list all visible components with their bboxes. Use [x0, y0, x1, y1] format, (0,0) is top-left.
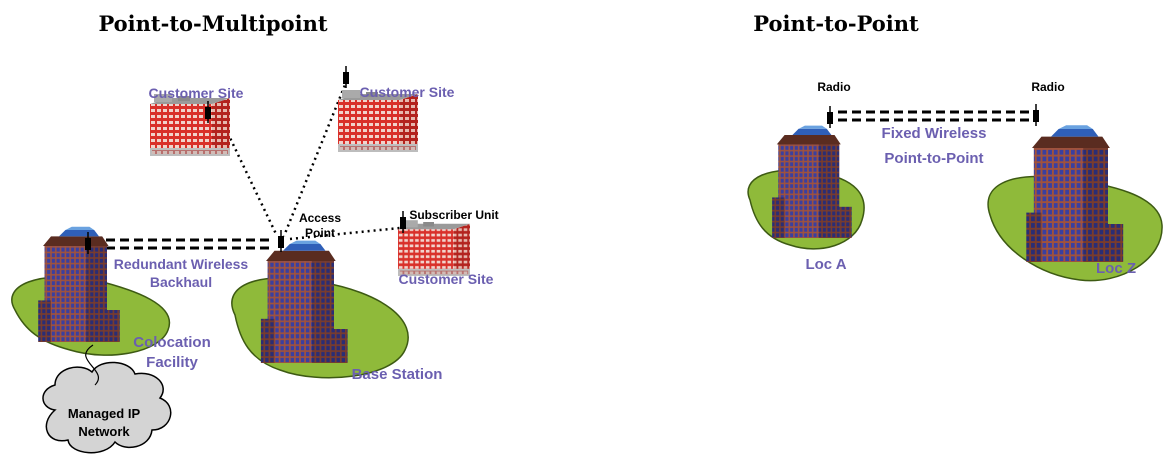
- subscriber-unit-label: Subscriber Unit: [409, 208, 498, 222]
- customer-site-1-label: Customer Site: [149, 85, 244, 101]
- backhaul-link: [92, 238, 272, 250]
- link-to-customer-site-1: [218, 116, 279, 237]
- cloud-connector-line: [85, 344, 99, 386]
- link-to-customer-site-2: [282, 79, 349, 237]
- customer-site-3-label: Customer Site: [399, 271, 494, 287]
- customer-site-3-building: [398, 220, 470, 276]
- cloud-label-line1: Managed IP: [68, 406, 141, 421]
- access-point-label-line2: Point: [305, 226, 335, 240]
- colocation-label-line2: Facility: [146, 354, 198, 371]
- access-point-label-line1: Access: [299, 211, 341, 225]
- dotted-links: [218, 79, 401, 241]
- title-point-to-point: Point-to-Point: [753, 11, 919, 36]
- link-to-customer-site-3: [289, 226, 401, 241]
- backhaul-label-line2: Backhaul: [150, 274, 212, 290]
- link-label-line1: Fixed Wireless: [882, 125, 987, 142]
- loc-a-label: Loc A: [805, 256, 846, 273]
- access-point-radio-icon: [277, 229, 285, 253]
- title-point-to-multipoint: Point-to-Multipoint: [98, 11, 327, 36]
- cloud-label-line2: Network: [78, 424, 130, 439]
- radio-right-label: Radio: [1031, 80, 1064, 94]
- loc-z-label: Loc Z: [1096, 260, 1136, 277]
- radio-left-label: Radio: [817, 80, 850, 94]
- colocation-label-line1: Colocation: [133, 334, 211, 351]
- loc-a-radio-icon: [826, 105, 834, 129]
- loc-z-radio-icon: [1032, 103, 1040, 127]
- point-to-point-link: [838, 110, 1030, 122]
- link-label-line2: Point-to-Point: [884, 150, 983, 167]
- customer-site-2-radio-icon: [342, 65, 350, 89]
- customer-site-2-label: Customer Site: [360, 84, 455, 100]
- base-station-label: Base Station: [352, 366, 443, 383]
- managed-ip-network-cloud: [42, 361, 172, 454]
- customer-site-1-building: [150, 94, 230, 156]
- backhaul-label-line1: Redundant Wireless: [114, 256, 249, 272]
